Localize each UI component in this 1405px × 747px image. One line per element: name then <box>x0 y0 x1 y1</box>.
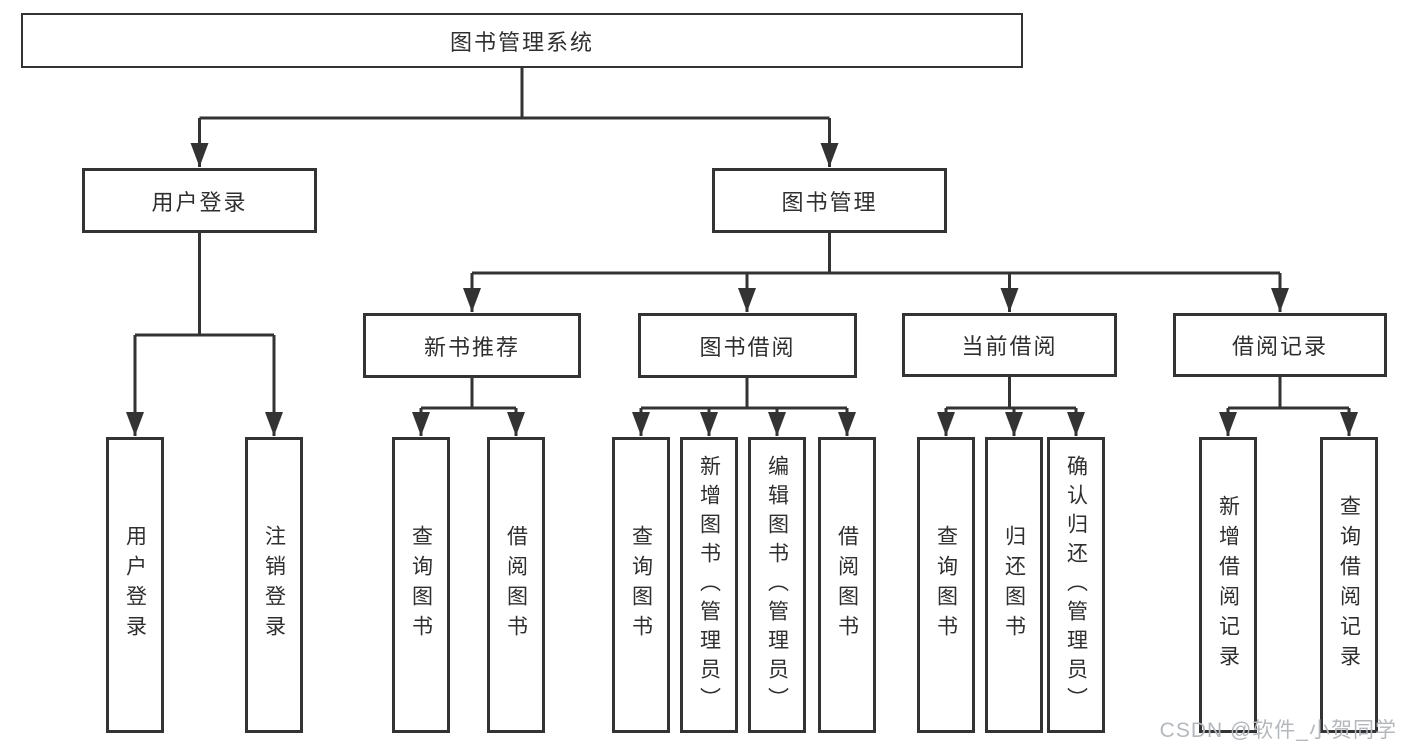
node-label: 图书借阅 <box>699 334 796 360</box>
node-label: 用户登录 <box>123 525 147 645</box>
leaf-borrow-books-recommend: 借阅图书 <box>487 437 545 733</box>
leaf-query-books-recommend: 查询图书 <box>392 437 450 733</box>
node-label: 查询图书 <box>934 525 958 645</box>
node-label: 借阅图书 <box>504 525 528 645</box>
node-label: 归还图书 <box>1002 525 1026 645</box>
node-book-borrowing: 图书借阅 <box>638 313 857 378</box>
leaf-query-borrow-record: 查询借阅记录 <box>1320 437 1378 733</box>
leaf-confirm-return-admin: 确认归还（管理员） <box>1047 437 1105 733</box>
leaf-query-books-current: 查询图书 <box>917 437 975 733</box>
leaf-borrow-books-borrowing: 借阅图书 <box>818 437 876 733</box>
leaf-logout: 注销登录 <box>245 437 303 733</box>
leaf-return-books: 归还图书 <box>985 437 1043 733</box>
node-label: 查询借阅记录 <box>1337 495 1361 675</box>
node-label: 注销登录 <box>262 525 286 645</box>
node-user-login: 用户登录 <box>82 168 317 233</box>
node-current-borrowing: 当前借阅 <box>902 313 1117 377</box>
node-new-book-recommend: 新书推荐 <box>363 313 581 378</box>
node-label: 编辑图书（管理员） <box>765 454 789 716</box>
node-borrowing-records: 借阅记录 <box>1173 313 1387 377</box>
leaf-edit-books-admin: 编辑图书（管理员） <box>748 437 806 733</box>
node-label: 新增借阅记录 <box>1216 495 1240 675</box>
leaf-add-books-admin: 新增图书（管理员） <box>680 437 738 733</box>
node-label: 当前借阅 <box>961 334 1058 359</box>
node-label: 图书管理 <box>781 189 878 215</box>
leaf-add-borrow-record: 新增借阅记录 <box>1199 437 1257 733</box>
node-label: 用户登录 <box>151 189 248 215</box>
leaf-user-login: 用户登录 <box>106 437 164 733</box>
node-label: 查询图书 <box>409 525 433 645</box>
node-library-management-system: 图书管理系统 <box>21 13 1023 68</box>
node-label: 借阅记录 <box>1231 334 1328 359</box>
node-label: 图书管理系统 <box>449 29 594 55</box>
node-label: 借阅图书 <box>835 525 859 645</box>
node-book-management: 图书管理 <box>712 168 947 233</box>
node-label: 查询图书 <box>629 525 653 645</box>
node-label: 确认归还（管理员） <box>1064 454 1088 716</box>
csdn-watermark: CSDN @软件_小贺同学 <box>1159 719 1397 742</box>
leaf-query-books-borrowing: 查询图书 <box>612 437 670 733</box>
node-label: 新书推荐 <box>423 334 520 360</box>
node-label: 新增图书（管理员） <box>697 454 721 716</box>
